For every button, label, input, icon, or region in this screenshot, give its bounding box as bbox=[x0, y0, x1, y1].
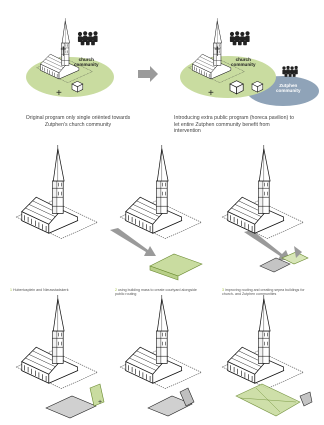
people-icon-zutphen bbox=[282, 65, 298, 77]
church-building bbox=[259, 257, 291, 273]
step-2-number: 2 bbox=[115, 288, 117, 292]
arrow-right-icon bbox=[138, 66, 158, 82]
diagram-top-left: + † bbox=[26, 17, 114, 99]
cross-sign-right: † bbox=[214, 44, 221, 58]
step-3-caption: 3 improving routing and creating sepea b… bbox=[222, 288, 314, 297]
people-icon bbox=[77, 31, 98, 46]
pavilion-5 bbox=[147, 395, 193, 417]
label-zutphen-community: Zutphen community bbox=[276, 83, 301, 93]
step-4-diagram: + bbox=[16, 294, 105, 419]
improved-routing-arrow bbox=[244, 230, 290, 260]
pavilion-box-icon bbox=[71, 81, 84, 93]
plus-sign-row2: + bbox=[98, 399, 102, 406]
step-2-caption: 2 using building mass to create courtyar… bbox=[115, 288, 207, 297]
cross-sign: † bbox=[60, 44, 67, 58]
diagram-top-right: + † bbox=[180, 17, 319, 106]
people-icon-right bbox=[229, 31, 250, 46]
plus-sign-right: + bbox=[208, 88, 214, 99]
step-6-diagram bbox=[222, 294, 313, 417]
plus-sign: + bbox=[56, 88, 62, 99]
step-1-number: 1 bbox=[10, 288, 12, 292]
pavilion-4 bbox=[45, 395, 97, 419]
zutphen-building bbox=[281, 251, 309, 265]
caption-original-program: Original program only single oriënted to… bbox=[25, 115, 131, 128]
public-routing-arrow bbox=[110, 228, 156, 256]
label-church-community-right: church community bbox=[231, 57, 256, 67]
pavilion-box-icon-right-2 bbox=[251, 81, 264, 93]
step-3-text: improving routing and creating sepea bui… bbox=[222, 288, 305, 297]
step-3-diagram bbox=[222, 144, 309, 273]
pavilion-box-icon-right bbox=[229, 80, 244, 95]
church-community-area bbox=[26, 57, 114, 97]
caption-extra-program: Introducing extra public program (horeca… bbox=[174, 115, 294, 134]
step-1-text: Hubertusplein and Nieuwstadskerk bbox=[13, 288, 69, 292]
step-5-diagram bbox=[120, 294, 202, 417]
label-church-community-left: church community bbox=[74, 57, 99, 67]
step-2-text: using building mass to create courtyard … bbox=[115, 288, 197, 297]
step-1-diagram bbox=[16, 144, 98, 239]
step-2-diagram bbox=[110, 144, 203, 281]
step-1-caption: 1 Hubertusplein and Nieuwstadskerk bbox=[10, 288, 102, 292]
step-3-number: 3 bbox=[222, 288, 224, 292]
